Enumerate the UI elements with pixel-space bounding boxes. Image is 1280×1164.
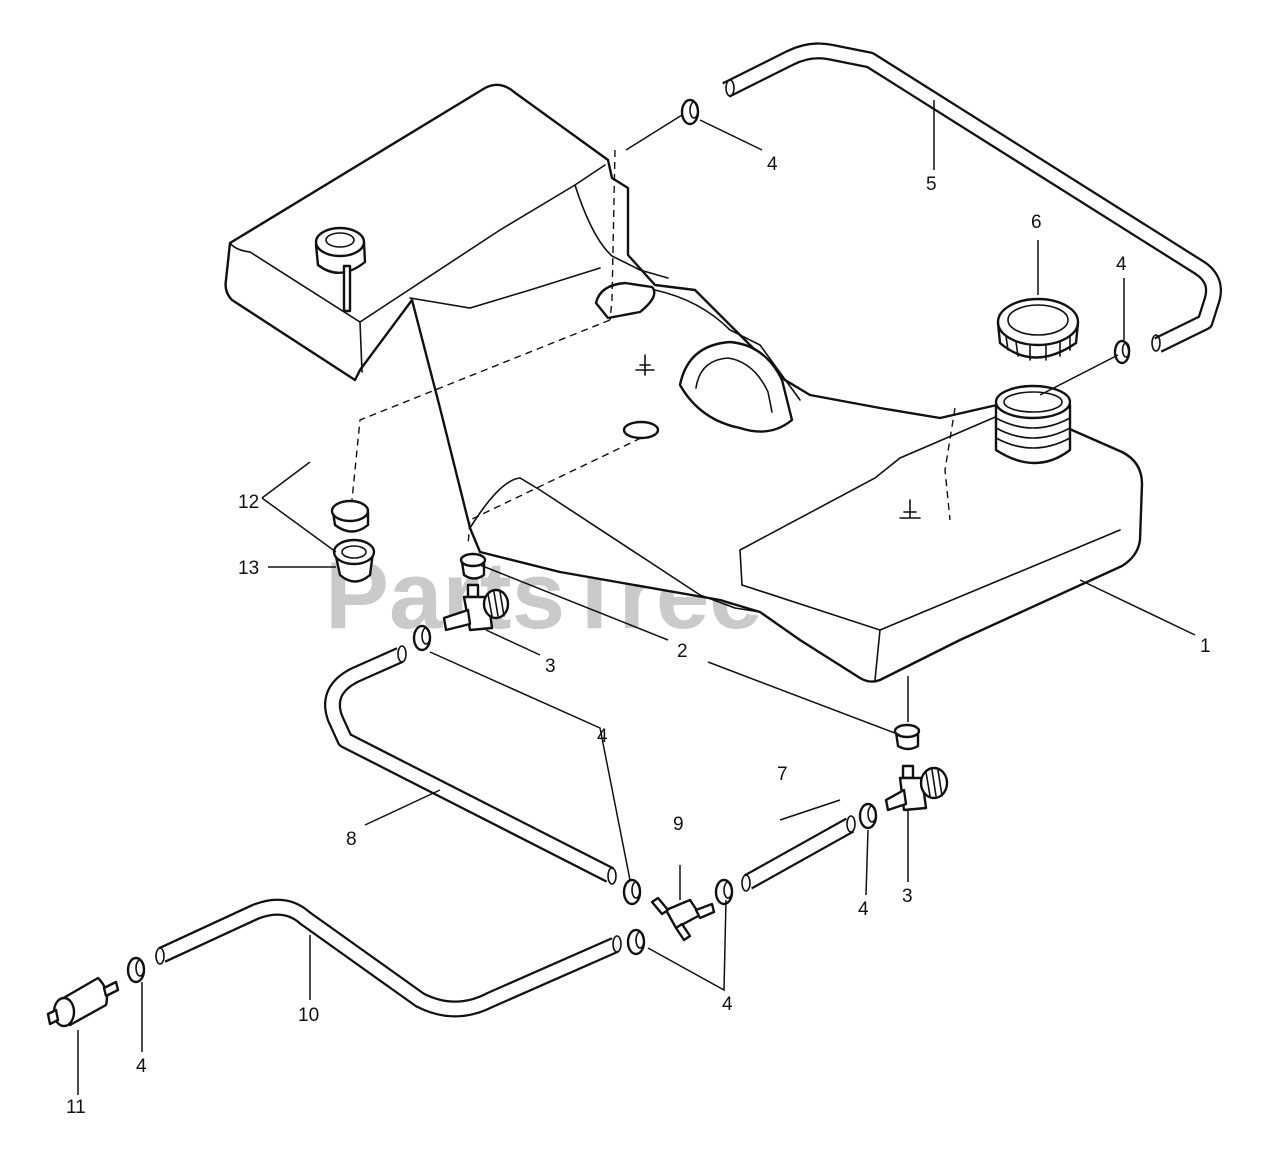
callout-8: 8 <box>346 829 357 850</box>
hose-10 <box>155 898 622 1018</box>
hidden-line-pickup-right <box>944 407 956 521</box>
clamp-valve-left <box>412 624 432 652</box>
left-pod-step <box>574 184 669 279</box>
bushing-left <box>459 552 487 580</box>
hidden-line-outlet <box>467 437 642 546</box>
callout-12: 12 <box>238 492 259 513</box>
callout-11: 11 <box>66 1097 86 1118</box>
leader-lines <box>77 100 1196 1095</box>
clamp-hose7-left <box>714 878 734 906</box>
hose-7 <box>741 815 856 892</box>
centreline-mark-a <box>635 354 655 376</box>
right-pod-top-edge <box>739 414 1001 586</box>
filler-neck <box>994 384 1072 465</box>
callout-2: 2 <box>677 641 688 662</box>
callout-4-right: 4 <box>858 899 869 920</box>
centreline-mark-b <box>899 499 921 519</box>
callout-4-tee: 4 <box>722 994 733 1015</box>
centre-ridge <box>409 267 601 309</box>
tee-fitting <box>650 896 716 942</box>
callout-6: 6 <box>1031 212 1042 233</box>
bushing-right <box>893 723 921 751</box>
clamp-hose8-end <box>622 878 642 906</box>
hidden-line-pickup-left <box>609 149 616 321</box>
clamp-cap <box>1113 339 1131 365</box>
hose-8 <box>324 645 617 885</box>
callout-4-mid: 4 <box>597 726 608 747</box>
clamp-top <box>680 98 700 126</box>
callout-13: 13 <box>238 558 259 579</box>
callout-10: 10 <box>298 1005 319 1026</box>
callout-3-left: 3 <box>545 656 556 677</box>
shutoff-valve-right <box>884 764 949 812</box>
left-pod-front-edge <box>359 321 363 373</box>
fuel-gauge <box>314 226 370 533</box>
hidden-line-gauge <box>349 319 611 521</box>
saddle-inner <box>695 357 773 413</box>
fuel-filter <box>46 976 120 1028</box>
front-lip <box>699 594 761 613</box>
tank-outlet-hole <box>622 420 660 440</box>
callout-4-left: 4 <box>136 1056 147 1077</box>
callout-4-cap: 4 <box>1116 254 1127 275</box>
shutoff-valve-left <box>442 583 510 632</box>
callout-7: 7 <box>777 764 788 785</box>
callout-5: 5 <box>926 174 937 195</box>
gauge-grommet <box>332 538 376 583</box>
callout-3-right: 3 <box>902 886 913 907</box>
cap-vent-lead <box>1039 354 1119 396</box>
right-pod-lower-edge <box>879 529 1121 631</box>
vent-hose <box>625 42 1222 353</box>
callout-4-top: 4 <box>767 154 778 175</box>
clamp-hose7-right <box>858 802 878 830</box>
left-pod-top-edge <box>229 164 606 323</box>
clamp-filter <box>126 956 146 984</box>
fuel-cap <box>996 297 1080 361</box>
clamp-hose10-right <box>626 928 646 956</box>
fuel-tank <box>224 83 1144 683</box>
callout-labels: 1 2 3 3 4 4 4 4 4 4 5 6 7 8 9 10 11 12 1… <box>66 154 1211 1118</box>
callout-1: 1 <box>1200 636 1211 657</box>
saddle-ridge <box>654 289 801 401</box>
callout-9: 9 <box>673 814 684 835</box>
